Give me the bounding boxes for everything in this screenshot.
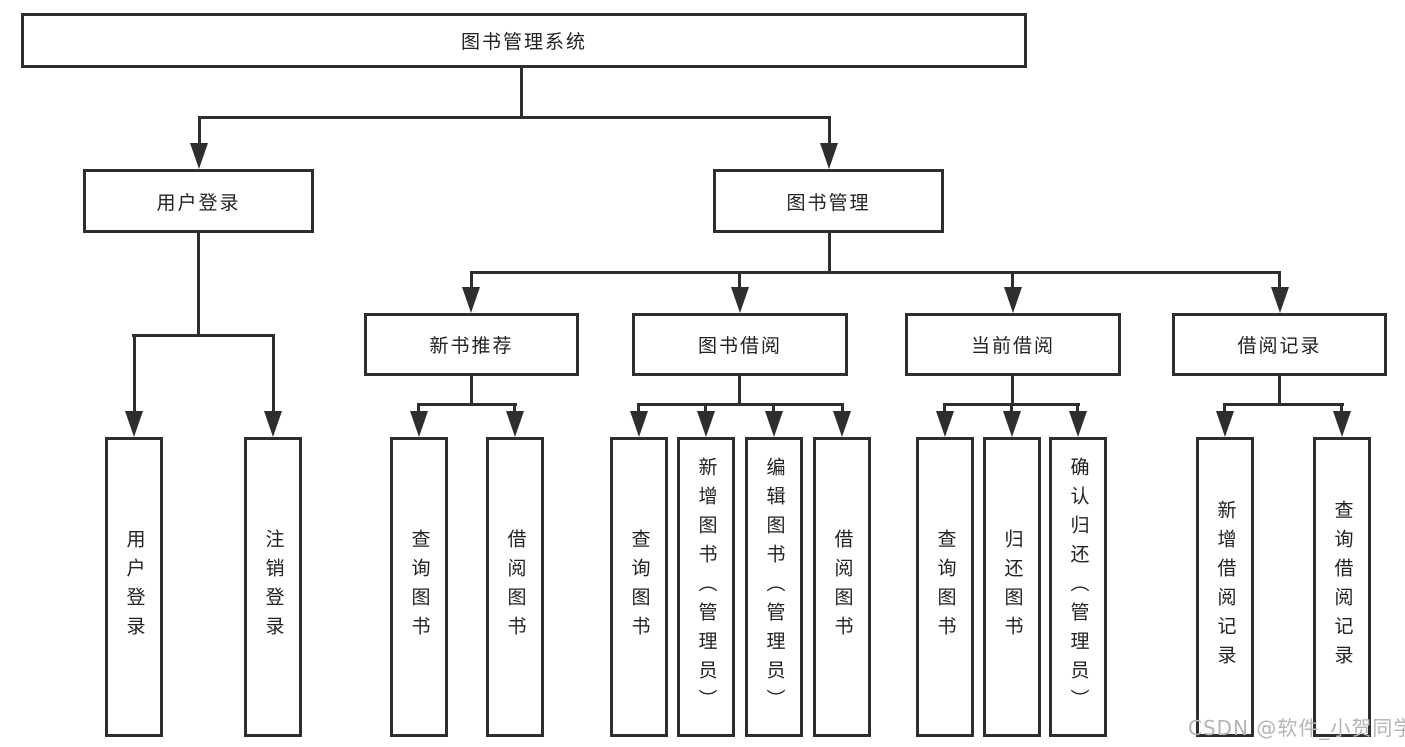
arrow-down-icon — [630, 411, 648, 437]
node-label: 新书推荐 — [429, 335, 514, 357]
connector-line — [1076, 406, 1079, 414]
node-leaf-query-borrow-record: 查询借阅记录 — [1313, 437, 1371, 737]
node-label: 图书管理 — [786, 191, 871, 214]
arrow-down-icon — [1271, 287, 1289, 313]
node-label: 用户登录 — [156, 191, 241, 214]
connector-line — [1011, 274, 1014, 288]
node-label: 编辑图书（管理员） — [763, 456, 786, 718]
node-current-borrowing: 当前借阅 — [905, 313, 1121, 376]
node-leaf-confirm-return-admin: 确认归还（管理员） — [1049, 437, 1107, 737]
node-leaf-edit-books-admin: 编辑图书（管理员） — [745, 437, 803, 737]
node-book-management: 图书管理 — [713, 169, 944, 233]
arrow-down-icon — [1003, 411, 1021, 437]
connector-line — [943, 403, 1080, 406]
connector-line — [470, 274, 473, 288]
arrow-down-icon — [264, 411, 282, 437]
arrow-down-icon — [697, 411, 715, 437]
node-leaf-borrow-books-recommend: 借阅图书 — [486, 437, 544, 737]
connector-line — [1278, 376, 1281, 406]
connector-line — [417, 406, 420, 414]
connector-line — [738, 274, 741, 288]
connector-line — [772, 406, 775, 414]
node-new-book-recommend: 新书推荐 — [364, 313, 579, 376]
arrow-down-icon — [462, 287, 480, 313]
connector-line — [1010, 406, 1013, 414]
node-label: 借阅记录 — [1237, 335, 1322, 357]
connector-line — [1340, 406, 1343, 414]
arrow-down-icon — [731, 287, 749, 313]
connector-line — [943, 406, 946, 414]
connector-line — [133, 337, 136, 413]
node-borrowing-records: 借阅记录 — [1172, 313, 1387, 376]
connector-line — [1278, 274, 1281, 288]
node-book-borrowing: 图书借阅 — [632, 313, 848, 376]
connector-line — [1011, 376, 1014, 406]
arrow-down-icon — [1216, 411, 1234, 437]
node-leaf-borrow-books: 借阅图书 — [813, 437, 871, 737]
connector-line — [198, 119, 201, 145]
connector-line — [841, 406, 844, 414]
node-leaf-add-books-admin: 新增图书（管理员） — [677, 437, 735, 737]
watermark: CSDN @软件_小贺同学 — [1188, 716, 1405, 740]
arrow-down-icon — [410, 411, 428, 437]
arrow-down-icon — [820, 143, 838, 169]
node-label: 新增借阅记录 — [1214, 500, 1237, 674]
node-leaf-query-books-recommend: 查询图书 — [390, 437, 448, 737]
connector-line — [738, 376, 741, 406]
connector-line — [470, 271, 1281, 274]
node-label: 查询图书 — [408, 529, 431, 645]
node-library-management-system: 图书管理系统 — [21, 13, 1027, 68]
arrow-down-icon — [1069, 411, 1087, 437]
node-label: 新增图书（管理员） — [695, 456, 718, 718]
node-leaf-add-borrow-record: 新增借阅记录 — [1196, 437, 1254, 737]
node-label: 归还图书 — [1001, 529, 1024, 645]
node-label: 借阅图书 — [831, 529, 854, 645]
connector-line — [132, 334, 275, 337]
connector-line — [637, 406, 640, 414]
node-label: 查询图书 — [934, 529, 957, 645]
connector-line — [704, 406, 707, 414]
node-label: 查询图书 — [628, 529, 651, 645]
node-leaf-user-login: 用户登录 — [105, 437, 163, 737]
node-leaf-logout: 注销登录 — [244, 437, 302, 737]
connector-line — [1223, 406, 1226, 414]
arrow-down-icon — [936, 411, 954, 437]
arrow-down-icon — [506, 411, 524, 437]
connector-line — [417, 403, 517, 406]
connector-line — [198, 116, 831, 119]
arrow-down-icon — [833, 411, 851, 437]
node-label: 确认归还（管理员） — [1067, 456, 1090, 718]
arrow-down-icon — [765, 411, 783, 437]
node-label: 图书管理系统 — [460, 31, 587, 53]
node-label: 注销登录 — [262, 529, 285, 645]
connector-line — [828, 119, 831, 145]
node-user-login: 用户登录 — [83, 169, 314, 233]
connector-line — [828, 233, 831, 274]
node-label: 图书借阅 — [697, 335, 782, 357]
connector-line — [637, 403, 844, 406]
connector-line — [470, 376, 473, 406]
node-label: 查询借阅记录 — [1331, 500, 1354, 674]
arrow-down-icon — [190, 143, 208, 169]
arrow-down-icon — [1004, 287, 1022, 313]
connector-line — [520, 68, 523, 119]
node-label: 当前借阅 — [970, 335, 1055, 357]
connector-line — [197, 233, 200, 337]
connector-line — [1223, 403, 1344, 406]
arrow-down-icon — [125, 411, 143, 437]
arrow-down-icon — [1333, 411, 1351, 437]
node-leaf-query-books-current: 查询图书 — [916, 437, 974, 737]
connector-line — [272, 337, 275, 413]
node-leaf-query-books-borrowing: 查询图书 — [610, 437, 668, 737]
connector-line — [513, 406, 516, 414]
node-leaf-return-books: 归还图书 — [983, 437, 1041, 737]
node-label: 用户登录 — [123, 529, 146, 645]
node-label: 借阅图书 — [504, 529, 527, 645]
